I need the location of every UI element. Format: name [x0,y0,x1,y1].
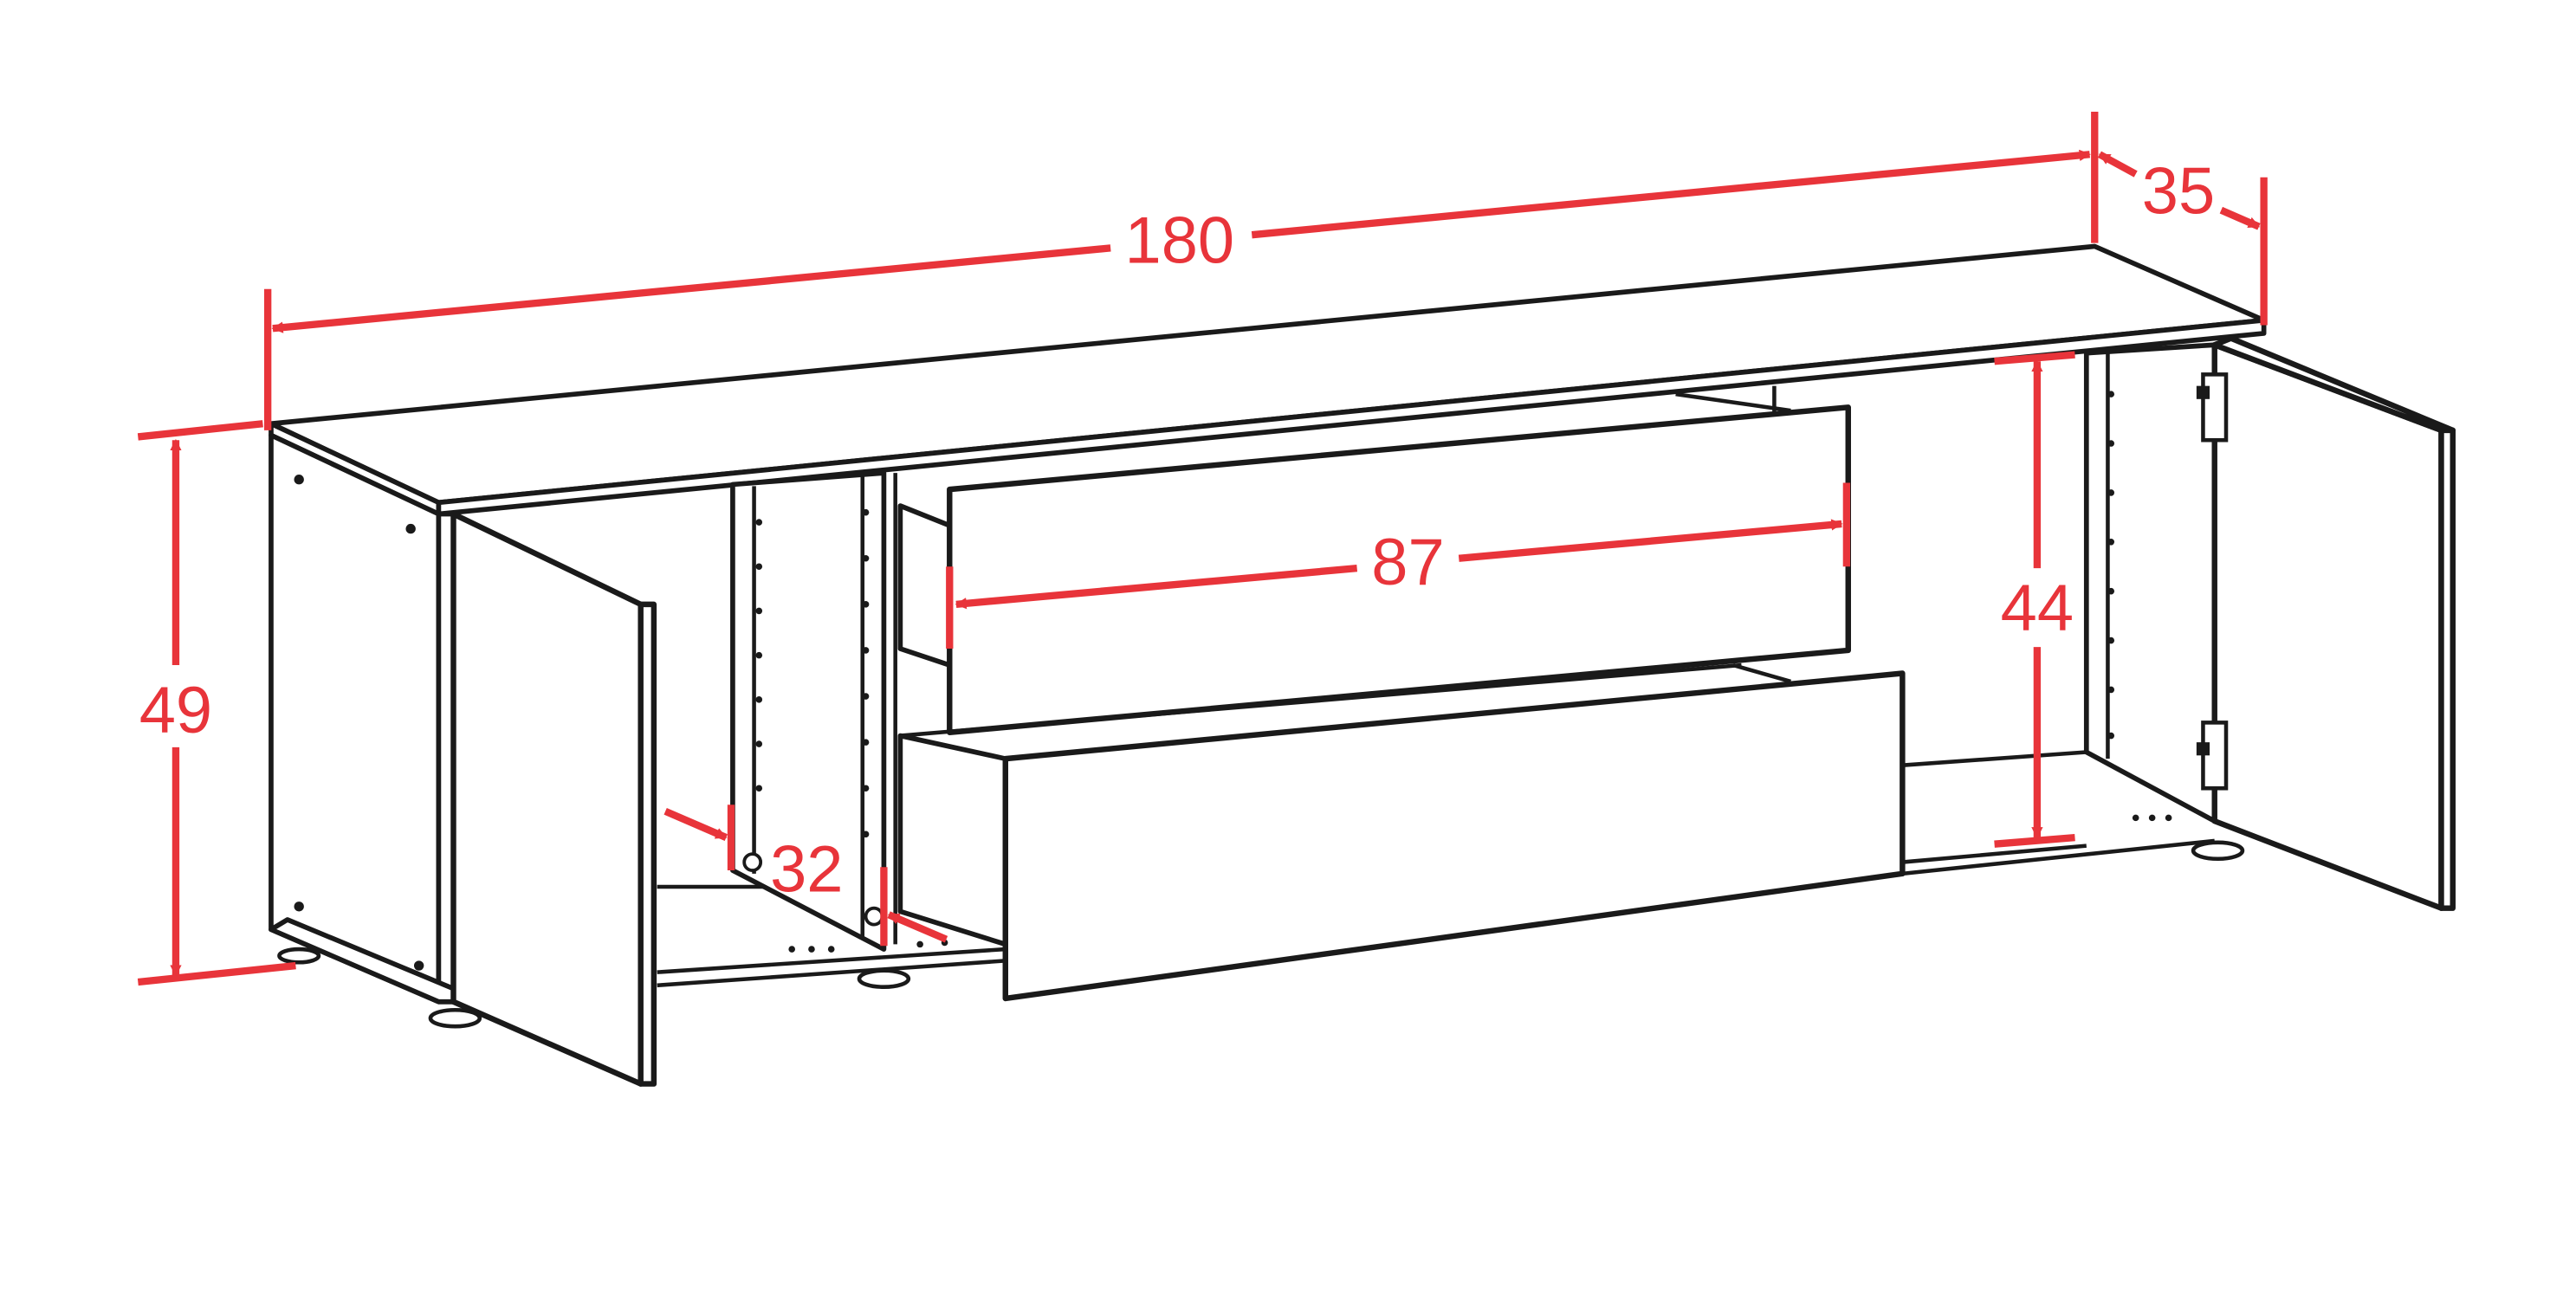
foot-right [2191,840,2245,862]
dimension-inner-height: 44 [1994,351,2075,848]
cabinet-top-front-edge [436,317,2267,517]
dimension-drawer-width-label: 87 [1371,526,1444,599]
dimension-height-label: 49 [139,674,212,747]
dimension-inner-depth: 32 [663,805,948,947]
shelf-pin-holes [742,508,948,953]
right-door [2196,335,2456,911]
hinge-top-icon [2196,372,2229,443]
dimension-width: 180 [263,111,2099,430]
dimension-inner-depth-label: 32 [770,833,843,907]
dimension-depth: 35 [2097,151,2268,326]
dimension-height: 49 [137,420,296,986]
foot-far-left [277,947,321,965]
dimension-drawer-width: 87 [946,482,1851,650]
hinge-bottom-icon [2196,721,2229,791]
divider-panel [730,470,887,952]
foot-middle [857,968,911,989]
dimension-width-label: 180 [1125,204,1235,277]
dimension-inner-height-label: 44 [2001,572,2074,645]
upper-drawer [897,404,1851,735]
cabinet [269,243,2267,1029]
lower-drawer [897,662,1906,1002]
foot-left [428,1007,482,1029]
left-side-panel [269,432,442,1005]
dimension-depth-label: 35 [2142,155,2215,229]
left-door [450,511,657,1087]
